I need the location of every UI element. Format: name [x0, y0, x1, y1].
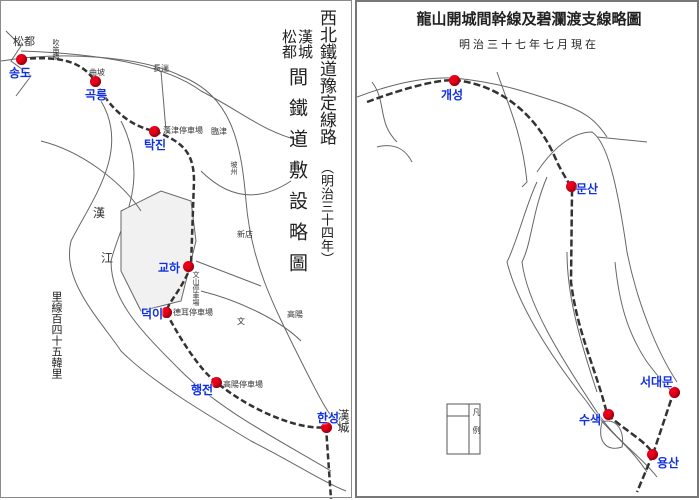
left-map-title: 西北鐵道豫定線路: [316, 9, 336, 145]
right-map-subtitle: 明治三十七年七月現在: [459, 38, 599, 51]
station-marker[interactable]: [566, 181, 577, 192]
place-label: 漢津停車場: [163, 126, 203, 135]
station-marker[interactable]: [149, 126, 160, 137]
station-marker[interactable]: [16, 54, 27, 65]
place-label: 漢城: [336, 409, 350, 433]
station-label-seodaemun: 서대문: [640, 375, 674, 389]
place-label: 德耳停車場: [173, 308, 213, 317]
left-map-panel: 西北鐵道豫定線路 （明治三十四年） 漢城 松都 間鐵道敷設略圖 里線百四十五韓里…: [0, 0, 352, 499]
right-map-title: 龍山開城間幹線及碧瀾渡支線略圖: [416, 10, 642, 28]
place-label: 高陽: [287, 310, 303, 319]
station-marker[interactable]: [90, 76, 101, 87]
place-label: 長湍: [153, 64, 169, 73]
place-label: 江: [101, 251, 114, 265]
left-map-title-hanseong: 漢城: [296, 29, 314, 59]
right-map-panel: 龍山開城間幹線及碧瀾渡支線略圖 明治三十七年七月現在 凡例 개성 문산 서대문 …: [355, 0, 699, 498]
station-marker[interactable]: [321, 422, 332, 433]
station-marker[interactable]: [603, 409, 614, 420]
place-label: 坡州: [230, 161, 238, 175]
station-marker[interactable]: [161, 307, 172, 318]
station-label-haengjeon: 행전: [191, 383, 214, 397]
station-label-deogi: 덕이: [141, 307, 164, 321]
place-label: 文山停車場: [192, 271, 200, 306]
place-label: 高陽停車場: [223, 380, 263, 389]
station-marker[interactable]: [183, 261, 194, 272]
right-map-lines: [357, 71, 678, 493]
station-label-gokneung: 곡릉: [85, 88, 108, 102]
place-label: 吹笛橋: [52, 39, 60, 60]
station-marker[interactable]: [449, 75, 460, 86]
station-marker[interactable]: [669, 387, 680, 398]
station-label-gaeseong: 개성: [441, 88, 464, 102]
legend-title: 凡例: [472, 408, 481, 444]
place-label: 曲坡: [89, 68, 105, 77]
station-label-gyoha: 교하: [158, 261, 181, 275]
place-label: 松都: [13, 35, 35, 48]
place-label: 文: [237, 317, 245, 326]
place-label: 漢: [93, 206, 106, 220]
station-label-susaek: 수색: [579, 413, 602, 427]
left-map-title-songdo: 松都: [280, 29, 298, 59]
place-label: 臨津: [211, 127, 227, 136]
left-map-date: （明治三十四年）: [318, 161, 333, 265]
station-label-munsan: 문산: [576, 182, 599, 196]
left-map-main-title: 間鐵道敷設略圖: [286, 67, 308, 284]
station-label-hanseong: 한성: [317, 411, 340, 425]
station-marker[interactable]: [647, 449, 658, 460]
station-label-songdo: 송도: [9, 66, 32, 80]
legend-box: [446, 403, 481, 455]
place-label: 新店: [237, 230, 253, 239]
distance-note: 里線百四十五韓里: [50, 291, 63, 379]
station-label-yongsan: 용산: [657, 456, 680, 470]
station-label-takjin: 탁진: [144, 138, 167, 152]
station-marker[interactable]: [211, 377, 222, 388]
